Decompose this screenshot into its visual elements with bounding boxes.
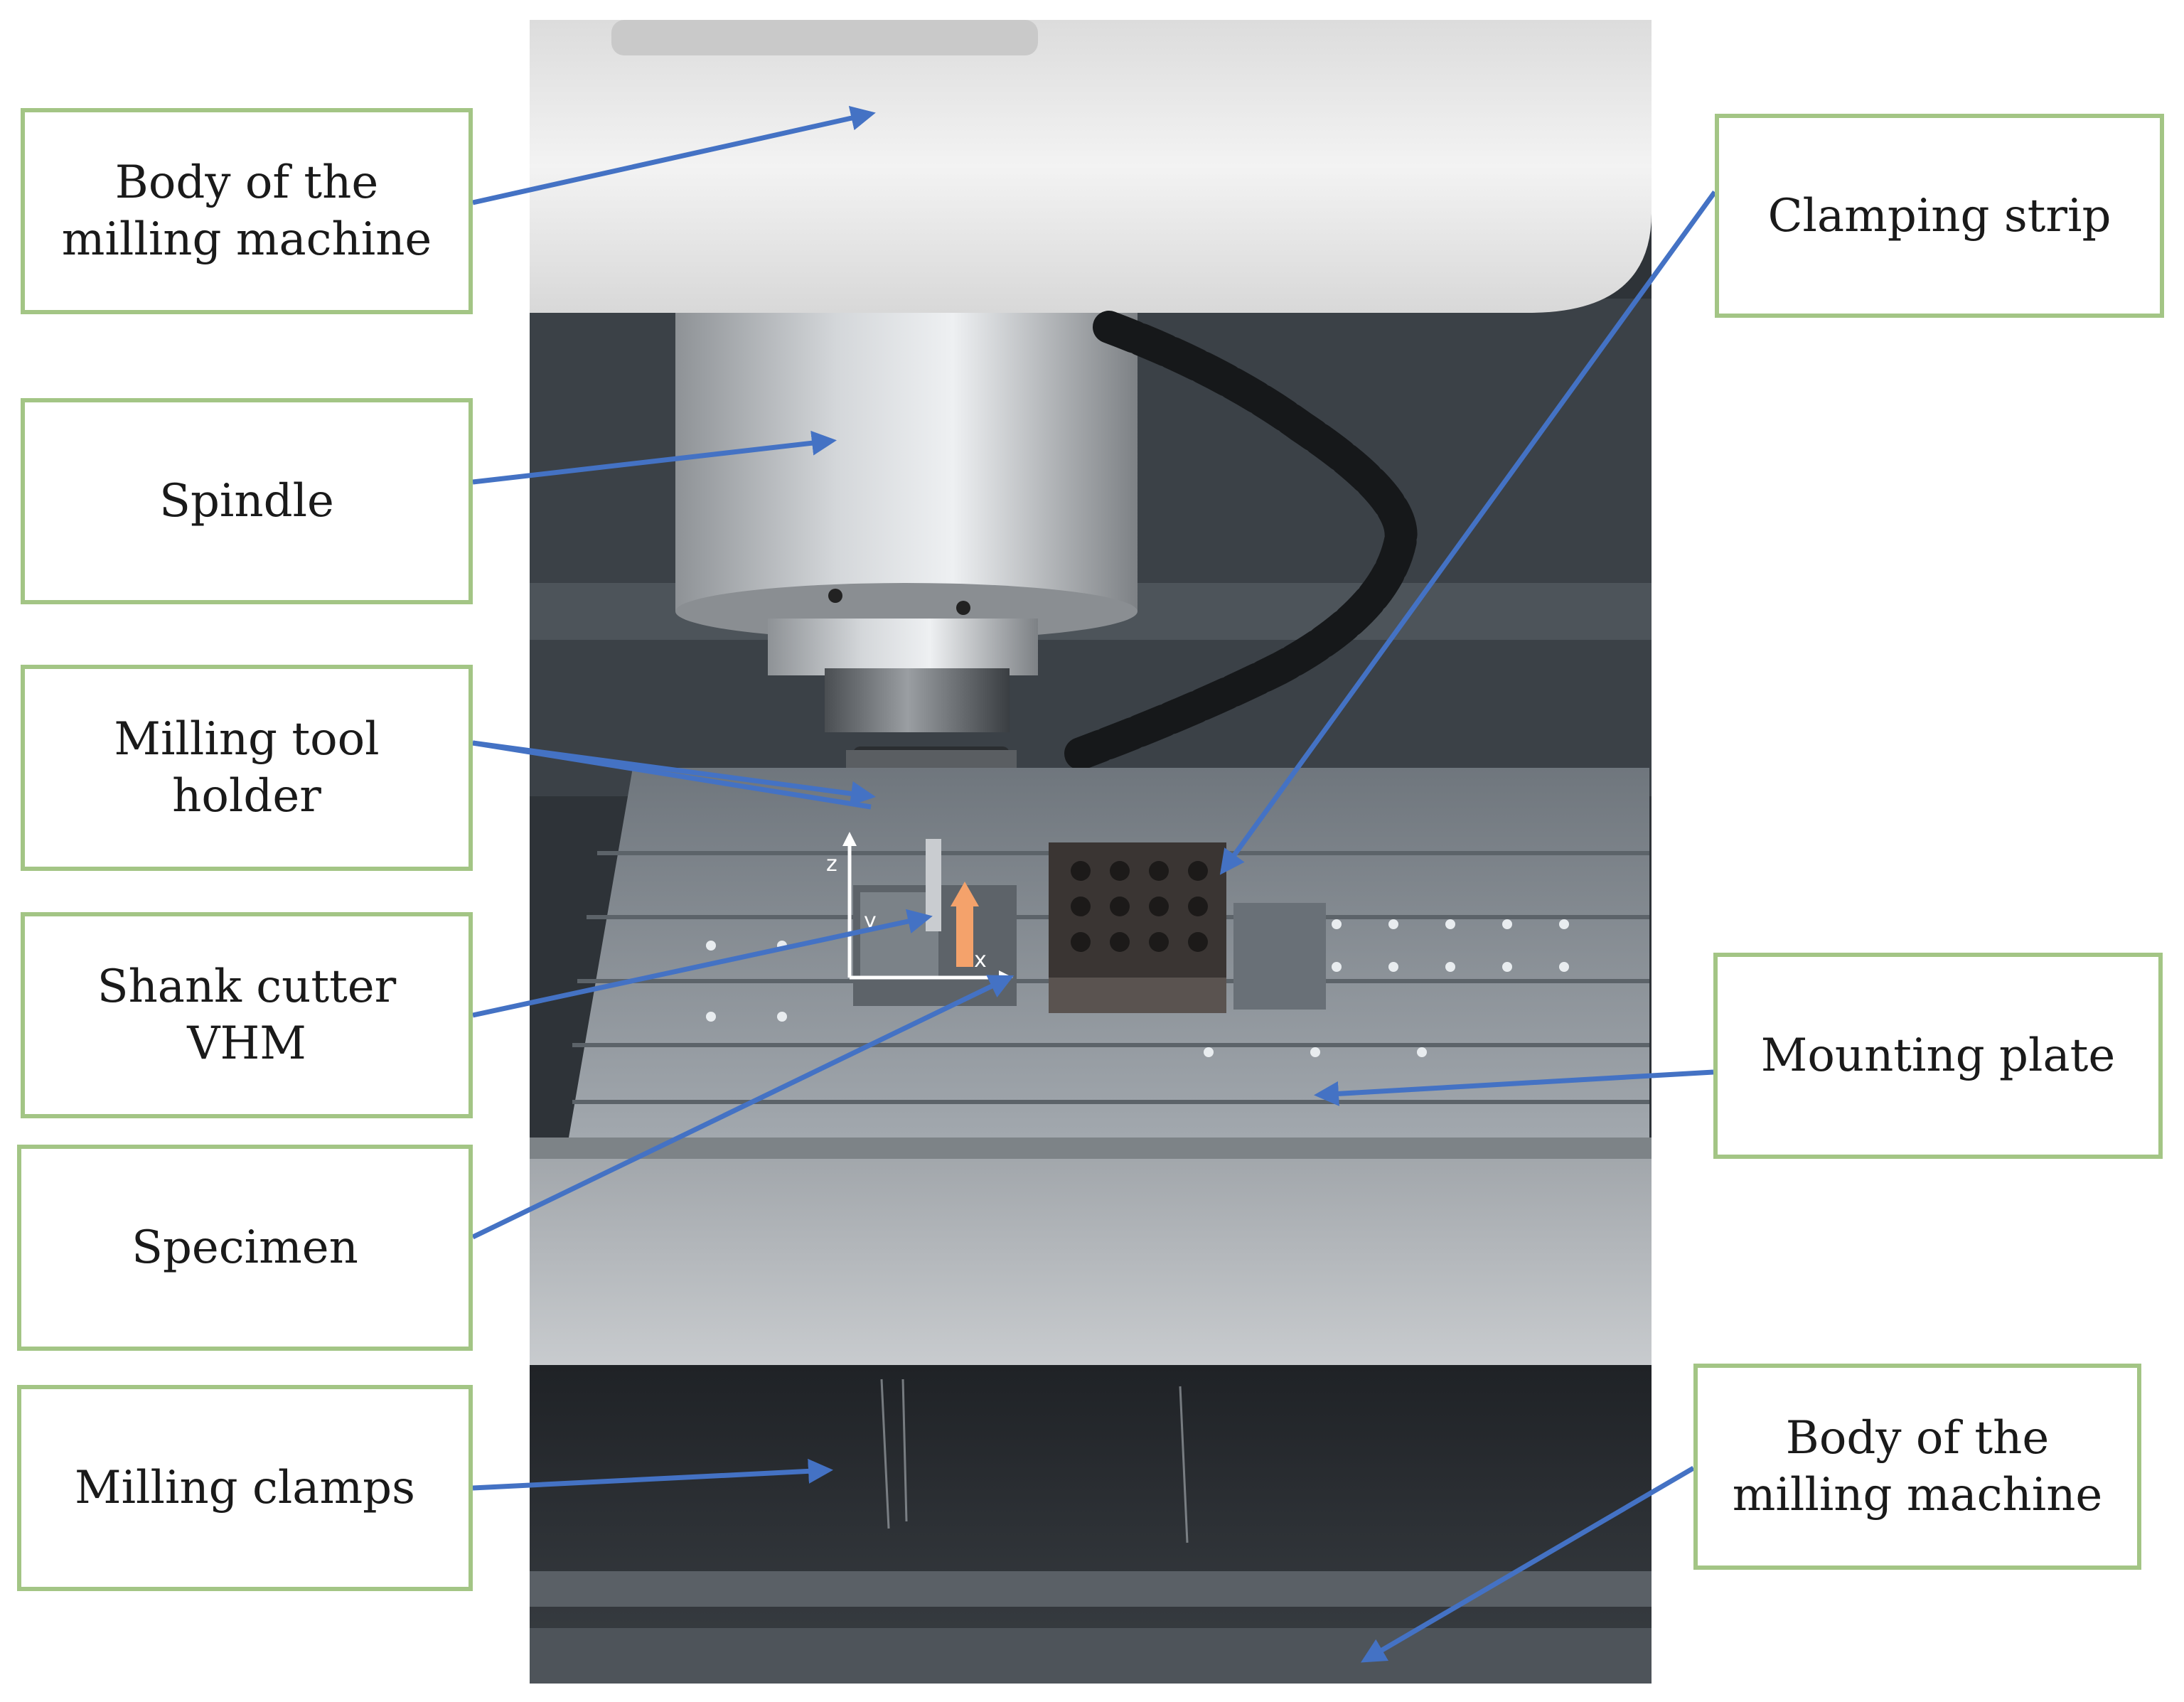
clamping-strip-face [1049,978,1226,1013]
label-specimen: Specimen [17,1145,473,1351]
lower-body-floor [530,1628,1652,1684]
machine-body-cover [530,20,1652,313]
label-line: holder [172,770,321,823]
spindle-nose [768,619,1038,675]
label-line: Mounting plate [1760,1029,2116,1082]
label-milling-clamps: Milling clamps [17,1385,473,1591]
label-body-of-milling-machine-bottom: Body of the milling machine [1693,1364,2141,1570]
axis-label-x: x [974,948,987,973]
label-line: milling machine [61,213,432,266]
z-axis-arrowhead [842,832,857,846]
arrow-milling-clamps [472,1458,833,1491]
specimen-top [860,892,938,978]
label-mounting-plate: Mounting plate [1713,953,2163,1159]
arrow-body-bottom [1360,1465,1695,1663]
arrow-shank-cutter [472,909,933,1018]
machine-table-edge [530,1138,1652,1159]
spindle-housing [675,313,1138,611]
label-line: milling machine [1732,1469,2103,1521]
label-line: Body of the [114,156,379,209]
label-line: Clamping strip [1767,189,2111,242]
machine-table-base [530,1138,1652,1365]
arrow-spindle [472,430,837,485]
coolant-hose [1064,311,1418,770]
arrow-clamping-strip [1219,190,1717,875]
label-body-of-milling-machine-top: Body of the milling machine [21,108,473,314]
tool-path-marker [956,903,973,967]
arrow-tool-holder-b [472,740,872,810]
mounting-plate-holes [706,919,1569,1057]
coordinate-axes [847,842,1002,980]
spindle-bolt-left [828,589,842,603]
machine-body-window [611,20,1038,55]
label-line: Shank cutter [97,960,397,1013]
label-line: Specimen [132,1221,358,1274]
tool-path-marker-tip [951,882,979,906]
label-clamping-strip: Clamping strip [1715,114,2164,318]
arrow-mounting-plate [1314,1069,1714,1106]
label-shank-cutter-vhm: Shank cutter VHM [21,912,473,1118]
axis-label-z: z [826,852,837,877]
shank-cutter [926,839,941,931]
label-line: VHM [187,1017,306,1070]
label-line: Milling clamps [75,1462,415,1514]
spindle-nose-lower [825,668,1010,732]
clamping-strip-bolts [1071,861,1208,952]
label-spindle: Spindle [21,398,473,604]
fixture-slot [1233,903,1326,1010]
arrow-body-top [472,106,876,205]
label-line: Milling tool [114,713,380,766]
label-line: Spindle [159,475,334,528]
arrow-specimen [471,975,1015,1240]
label-milling-tool-holder: Milling tool holder [21,665,473,871]
chip-streaks [880,1379,1189,1543]
spindle-bolt-right [956,601,970,615]
label-line: Body of the [1785,1412,2050,1465]
